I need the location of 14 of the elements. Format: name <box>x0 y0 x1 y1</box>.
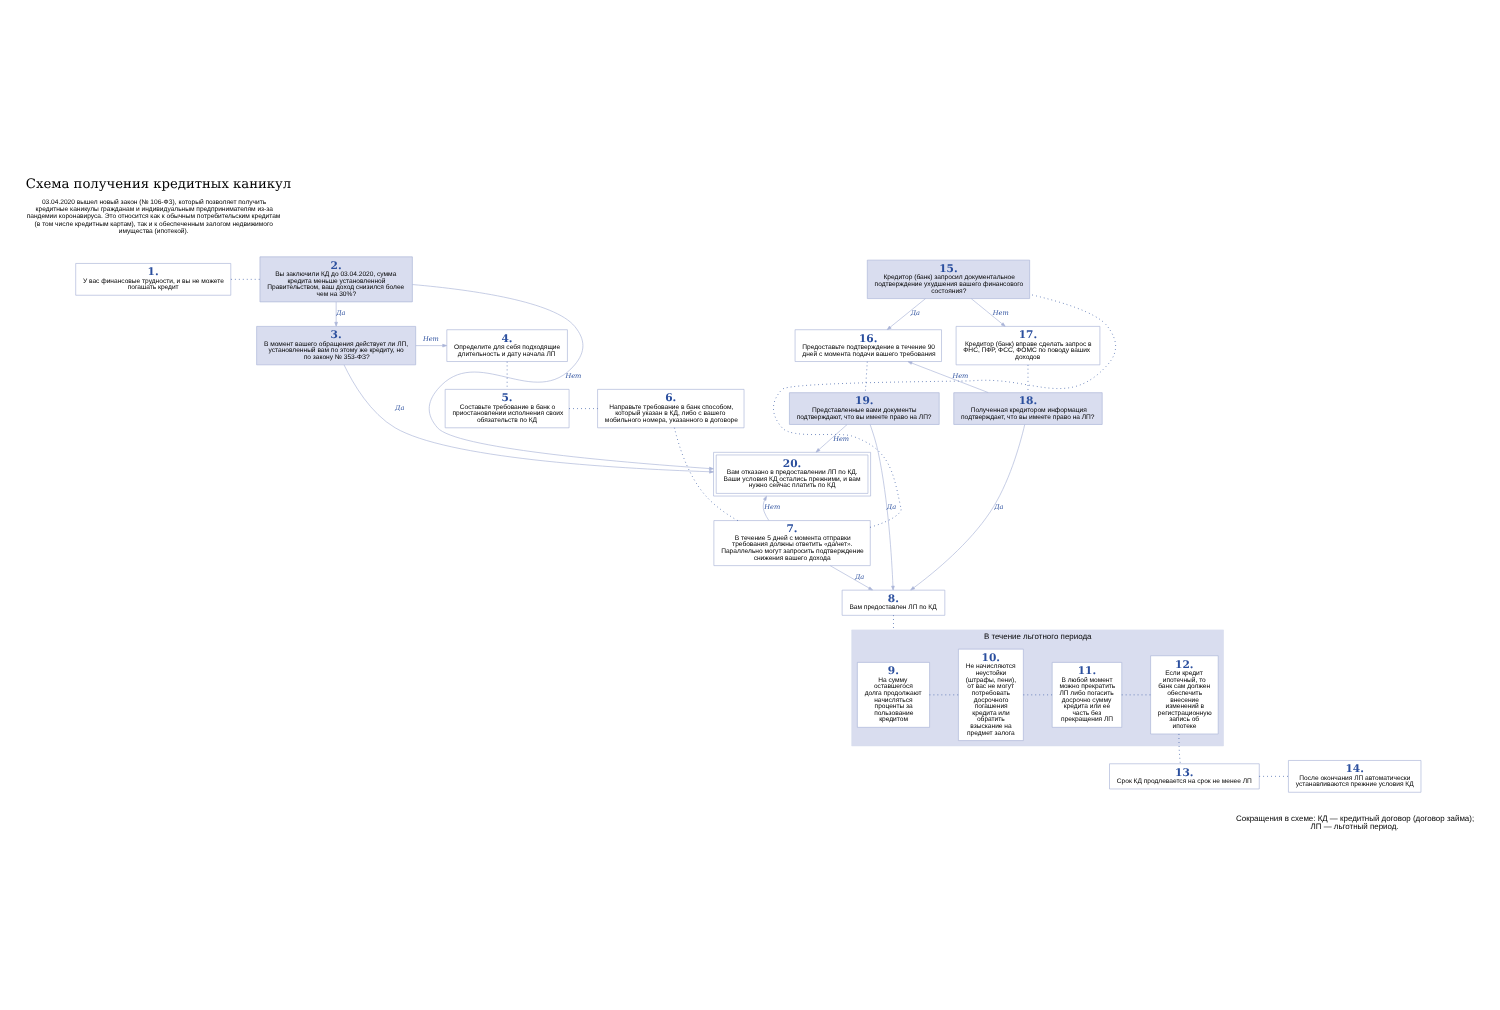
arrow <box>970 298 1006 327</box>
arrow <box>869 424 895 591</box>
arrow <box>886 298 926 330</box>
arrow <box>343 364 714 474</box>
arrow <box>415 343 447 348</box>
arrow <box>815 424 848 453</box>
arrow <box>334 301 338 327</box>
arrow <box>910 424 1026 591</box>
connector <box>864 361 868 394</box>
arrow <box>907 361 989 393</box>
arrow <box>829 565 873 591</box>
arrow <box>762 495 770 521</box>
connector <box>773 293 1117 528</box>
arrow <box>412 284 714 471</box>
